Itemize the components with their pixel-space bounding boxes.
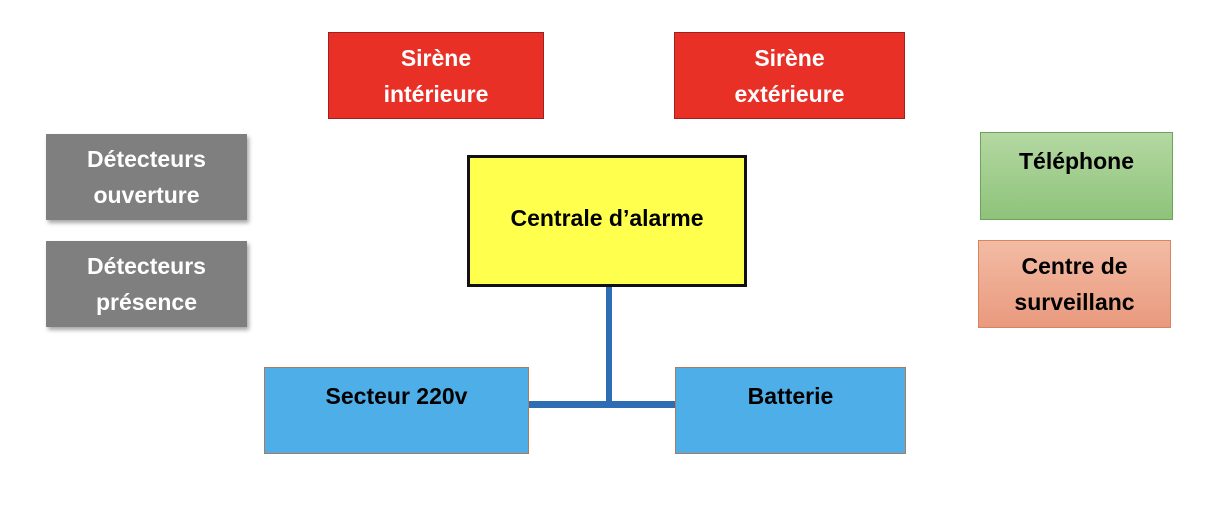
siren-interior-line-1: Sirène xyxy=(400,44,472,71)
power-bus-connector xyxy=(528,401,676,408)
telephone-label: Téléphone xyxy=(1018,148,1134,174)
central-alarm-label: Centrale d’alarme xyxy=(510,205,704,231)
siren-interior-box: Sirène intérieure xyxy=(328,32,544,119)
monitoring-center-box: Centre de surveillanc xyxy=(978,240,1171,328)
battery-box: Batterie xyxy=(675,367,906,454)
siren-interior-line-2: intérieure xyxy=(383,80,489,107)
mains-power-label: Secteur 220v xyxy=(325,383,468,409)
battery-label: Batterie xyxy=(747,383,834,409)
siren-exterior-box: Sirène extérieure xyxy=(674,32,905,119)
monitoring-line-1: Centre de xyxy=(1021,253,1128,279)
detector-opening-line-1: Détecteurs xyxy=(87,146,206,172)
monitoring-line-2: surveillanc xyxy=(1014,289,1135,315)
detector-opening-line-2: ouverture xyxy=(93,182,200,208)
detector-presence-line-1: Détecteurs xyxy=(87,253,206,279)
mains-power-box: Secteur 220v xyxy=(264,367,529,454)
central-to-power-connector xyxy=(606,286,612,406)
central-alarm-box: Centrale d’alarme xyxy=(467,155,747,287)
detector-presence-line-2: présence xyxy=(95,289,197,315)
telephone-box: Téléphone xyxy=(980,132,1173,220)
siren-exterior-line-2: extérieure xyxy=(734,80,845,107)
detector-opening-box: Détecteurs ouverture xyxy=(46,134,247,220)
detector-presence-box: Détecteurs présence xyxy=(46,241,247,327)
siren-exterior-line-1: Sirène xyxy=(754,44,825,71)
